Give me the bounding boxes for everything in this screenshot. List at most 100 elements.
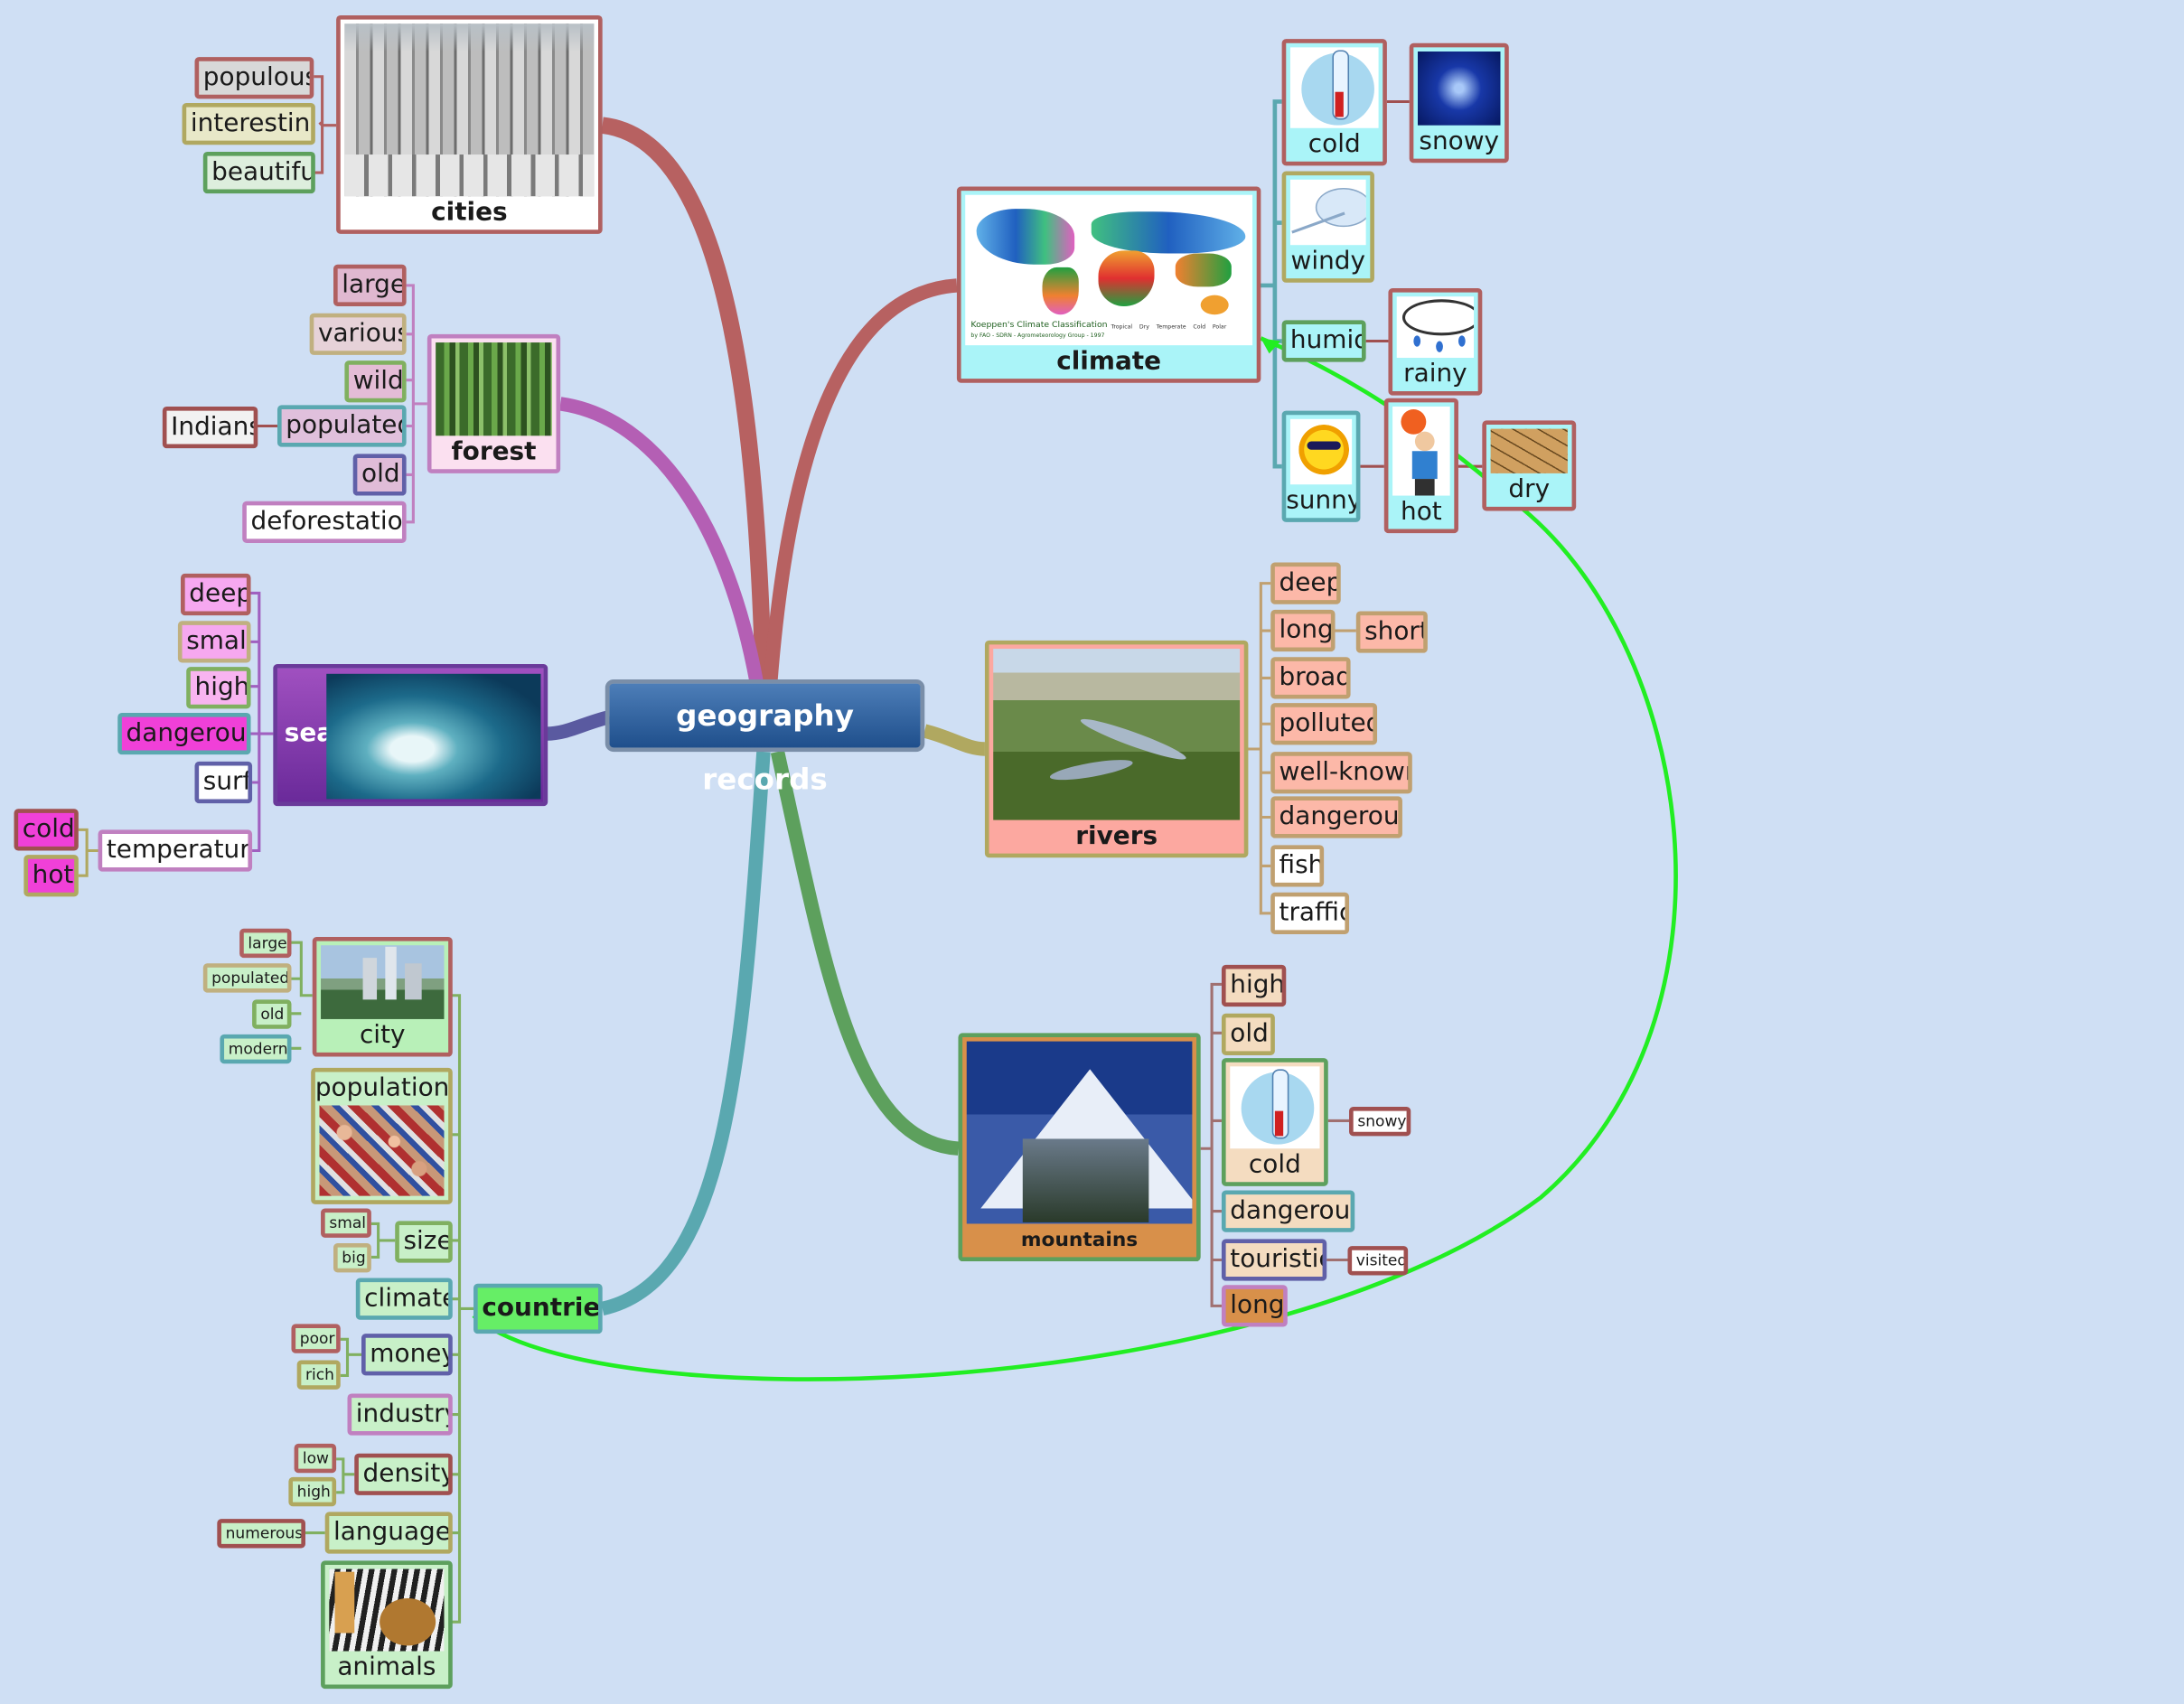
subtopic[interactable]: populated [202, 963, 292, 993]
subtopic[interactable]: large [239, 928, 292, 959]
topic-label: cold [1308, 129, 1361, 159]
koeppen-climate-map: Koeppen's Climate Classification by FAO … [965, 194, 1253, 346]
sweating-man-icon [1392, 406, 1450, 496]
subtopic[interactable]: broad [1270, 657, 1351, 699]
subtopic[interactable]: cold [14, 809, 79, 851]
subtopic[interactable]: populated [277, 405, 407, 447]
subtopic[interactable]: density [354, 1453, 453, 1495]
subtopic[interactable]: small [321, 1208, 371, 1238]
subtopic[interactable]: high [186, 667, 251, 709]
subtopic[interactable]: high [1221, 964, 1287, 1007]
subtopic[interactable]: large [333, 264, 407, 306]
topic-forest[interactable]: forest [426, 333, 561, 473]
subtopic[interactable]: visited [1347, 1246, 1409, 1276]
subtopic[interactable]: big [333, 1243, 371, 1273]
branch-cities [601, 117, 773, 683]
subtopic[interactable]: temperature [98, 829, 253, 872]
subtopic-population[interactable]: population [311, 1067, 453, 1204]
subtopic-windy[interactable]: windy [1281, 171, 1374, 283]
subtopic[interactable]: hot [23, 855, 79, 897]
subtopic-cold[interactable]: cold [1281, 39, 1387, 166]
subtopic[interactable]: deforestation [242, 501, 407, 543]
forest-trees-photo [436, 342, 552, 436]
topic-label: cities [431, 197, 508, 228]
subtopic[interactable]: populous [194, 57, 314, 99]
subtopic[interactable]: touristic [1221, 1239, 1327, 1281]
topic-label: sunny [1286, 485, 1361, 516]
subtopic[interactable]: fish [1270, 845, 1325, 887]
subtopic-snowy[interactable]: snowy [1409, 42, 1509, 164]
topic-rivers[interactable]: rivers [984, 640, 1249, 858]
subtopic[interactable]: deep [1270, 562, 1341, 604]
subtopic-dry[interactable]: dry [1482, 420, 1577, 511]
subtopic[interactable]: wild [344, 360, 407, 403]
subtopic[interactable]: old [352, 454, 407, 496]
subtopic[interactable]: snowy [1349, 1107, 1411, 1137]
subtopic-cold[interactable]: cold [1221, 1058, 1328, 1186]
subtopic[interactable]: Indians [162, 406, 258, 449]
subtopic-sunny[interactable]: sunny [1281, 410, 1361, 522]
subtopic-hot[interactable]: hot [1383, 398, 1458, 534]
topic-label: animals [337, 1653, 436, 1682]
snowy-mountain-photo [966, 1041, 1193, 1224]
subtopic[interactable]: poor [291, 1324, 341, 1353]
subtopic[interactable]: languages [324, 1512, 453, 1554]
topic-label: dry [1508, 474, 1551, 504]
central-topic[interactable]: geography records [605, 679, 925, 796]
subtopic[interactable]: dangerous [1270, 796, 1402, 838]
crowd-photo [319, 1105, 445, 1196]
subtopic[interactable]: small [177, 621, 251, 663]
subtopic[interactable]: various [309, 313, 407, 355]
subtopic[interactable]: old [1221, 1013, 1275, 1056]
topic-sea[interactable]: sea [273, 664, 548, 807]
subtopic[interactable]: industry [347, 1393, 453, 1436]
subtopic[interactable]: beautiful [202, 151, 315, 194]
subtopic[interactable]: old [252, 999, 292, 1029]
subtopic[interactable]: well-known [1270, 752, 1412, 794]
subtopic[interactable]: modern [220, 1034, 292, 1064]
ocean-wave-photo [326, 673, 541, 800]
map-title: Koeppen's Climate Classification [970, 320, 1108, 331]
subtopic[interactable]: money [361, 1334, 453, 1376]
branch-climate [763, 278, 958, 683]
topic-label: forest [451, 436, 537, 467]
topic-label: mountains [1020, 1229, 1139, 1252]
snowflakes-icon [1418, 51, 1501, 126]
wild-animals-photo [329, 1568, 445, 1652]
subtopic[interactable]: numerous [217, 1519, 305, 1549]
topic-label: city [359, 1020, 406, 1050]
subtopic-humid[interactable]: humid [1281, 320, 1366, 362]
subtopic[interactable]: size [395, 1221, 453, 1263]
subtopic[interactable]: surf [194, 761, 253, 804]
thermometer-snowflake-icon [1230, 1066, 1320, 1149]
topic-mountains[interactable]: mountains [958, 1033, 1201, 1262]
city-skyscrapers-photo [344, 23, 595, 197]
subtopic[interactable]: dangerous [117, 712, 251, 755]
topic-label: population [314, 1073, 450, 1103]
subtopic[interactable]: low [294, 1443, 337, 1474]
topic-countries[interactable]: countries [473, 1283, 603, 1334]
city-skyline-photo [321, 945, 445, 1019]
subtopic[interactable]: short [1355, 611, 1428, 653]
subtopic[interactable]: long [1270, 609, 1336, 652]
topic-label: snowy [1419, 126, 1500, 156]
subtopic[interactable]: dangerous [1221, 1190, 1355, 1232]
subtopic[interactable]: traffic [1270, 892, 1350, 934]
subtopic-city[interactable]: city [312, 937, 453, 1057]
subtopic[interactable]: climate [355, 1278, 453, 1320]
branch-forest [559, 397, 764, 684]
subtopic-rainy[interactable]: rainy [1388, 287, 1483, 396]
topic-climate[interactable]: Koeppen's Climate Classification by FAO … [956, 186, 1261, 383]
subtopic[interactable]: long [1221, 1285, 1288, 1327]
subtopic[interactable]: rich [296, 1360, 341, 1390]
subtopic-animals[interactable]: animals [321, 1560, 453, 1690]
subtopic[interactable]: polluted [1270, 703, 1378, 745]
topic-label: windy [1290, 246, 1366, 276]
subtopic[interactable]: high [288, 1476, 337, 1507]
topic-cities[interactable]: cities [336, 14, 603, 234]
subtopic[interactable]: deep [181, 573, 251, 616]
topic-label: rivers [1075, 821, 1158, 851]
subtopic[interactable]: interesting [182, 103, 315, 145]
wind-cloud-icon [1289, 179, 1366, 246]
